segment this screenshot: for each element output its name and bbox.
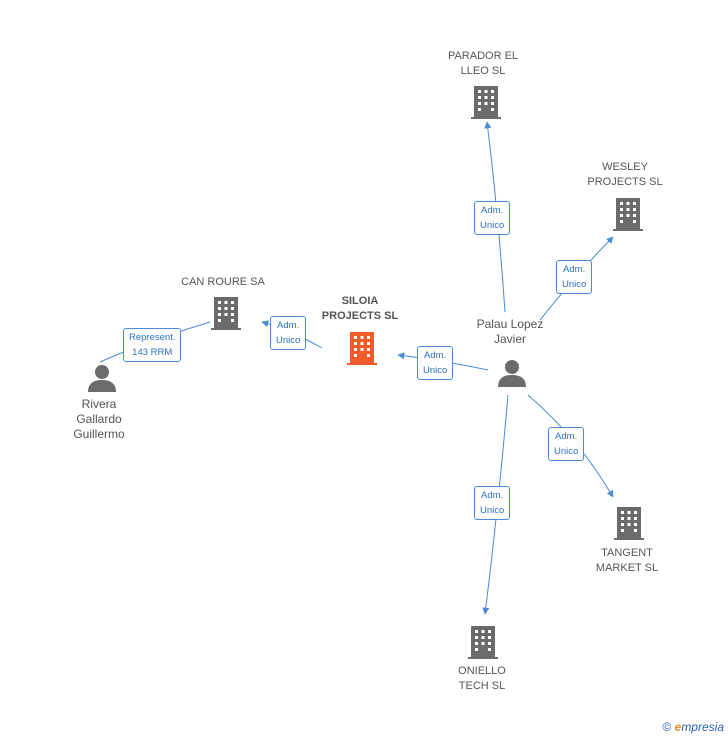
- node-label-siloia: SILOIA PROJECTS SL: [290, 294, 430, 324]
- edge-label-line: Adm.: [555, 431, 578, 442]
- edge-label-line: Adm.: [481, 205, 504, 216]
- node-label-line: Palau Lopez: [476, 317, 544, 331]
- node-label-line: PROJECTS SL: [587, 176, 663, 188]
- node-label-line: PARADOR EL: [447, 50, 519, 62]
- node-label-line: Guillermo: [73, 427, 125, 441]
- edge-label-line: Represent.: [129, 332, 176, 343]
- edge-label-palau-tangent[interactable]: Adm. Unico: [548, 427, 585, 461]
- edge-label-line: Adm.: [277, 320, 300, 331]
- building-icon[interactable]: [612, 196, 644, 232]
- building-icon[interactable]: [613, 505, 645, 541]
- node-label-wesley: WESLEY PROJECTS SL: [555, 160, 695, 190]
- edge-label-line: Unico: [480, 220, 505, 231]
- node-label-line: TANGENT: [601, 547, 653, 559]
- edge-label-line: Adm.: [424, 350, 447, 361]
- main-building-icon[interactable]: [346, 330, 378, 366]
- node-label-oniello: ONIELLO TECH SL: [412, 664, 552, 694]
- copyright-icon: ©: [662, 720, 672, 734]
- edge-label-siloia-canroure[interactable]: Adm. Unico: [270, 316, 307, 350]
- building-icon[interactable]: [470, 84, 502, 120]
- person-icon[interactable]: [86, 362, 118, 394]
- edge-label-line: Unico: [423, 365, 448, 376]
- node-label-tangent: TANGENT MARKET SL: [557, 546, 697, 576]
- node-label-line: Gallardo: [76, 412, 122, 426]
- edge-label-palau-oniello[interactable]: Adm. Unico: [474, 486, 511, 520]
- node-label-line: Rivera: [81, 397, 117, 411]
- node-label-can-roure: CAN ROURE SA: [153, 275, 293, 290]
- person-icon[interactable]: [496, 357, 528, 389]
- edge-label-line: 143 RRM: [132, 347, 173, 358]
- node-label-line: TECH SL: [458, 680, 506, 692]
- brand-initial: e: [674, 720, 682, 734]
- edge-label-line: Unico: [562, 279, 587, 290]
- brand-name: mpresia: [681, 720, 724, 734]
- node-label-parador: PARADOR EL LLEO SL: [413, 49, 553, 79]
- node-label-line: LLEO SL: [460, 65, 506, 77]
- node-label-line: WESLEY: [602, 161, 648, 173]
- building-icon[interactable]: [210, 295, 242, 331]
- node-label-rivera: Rivera Gallardo Guillermo: [29, 397, 169, 442]
- node-label-line: SILOIA: [341, 295, 379, 307]
- edge-label-line: Unico: [480, 505, 505, 516]
- edge-label-line: Unico: [276, 335, 301, 346]
- footer-brand[interactable]: © empresia: [662, 720, 724, 734]
- edge-label-line: Adm.: [563, 264, 586, 275]
- edge-label-line: Adm.: [481, 490, 504, 501]
- node-label-line: Javier: [493, 332, 526, 346]
- edge-label-palau-parador[interactable]: Adm. Unico: [474, 201, 511, 235]
- edge-label-palau-wesley[interactable]: Adm. Unico: [556, 260, 593, 294]
- node-label-line: ONIELLO: [458, 665, 506, 677]
- node-label-line: PROJECTS SL: [321, 310, 399, 322]
- node-label-line: CAN ROURE SA: [181, 276, 265, 288]
- building-icon[interactable]: [467, 624, 499, 660]
- edge-label-palau-siloia[interactable]: Adm. Unico: [417, 346, 454, 380]
- node-label-line: MARKET SL: [595, 562, 659, 574]
- node-label-palau: Palau Lopez Javier: [440, 317, 580, 347]
- edge-label-line: Unico: [554, 446, 579, 457]
- edge-label-rivera-canroure[interactable]: Represent. 143 RRM: [123, 328, 182, 362]
